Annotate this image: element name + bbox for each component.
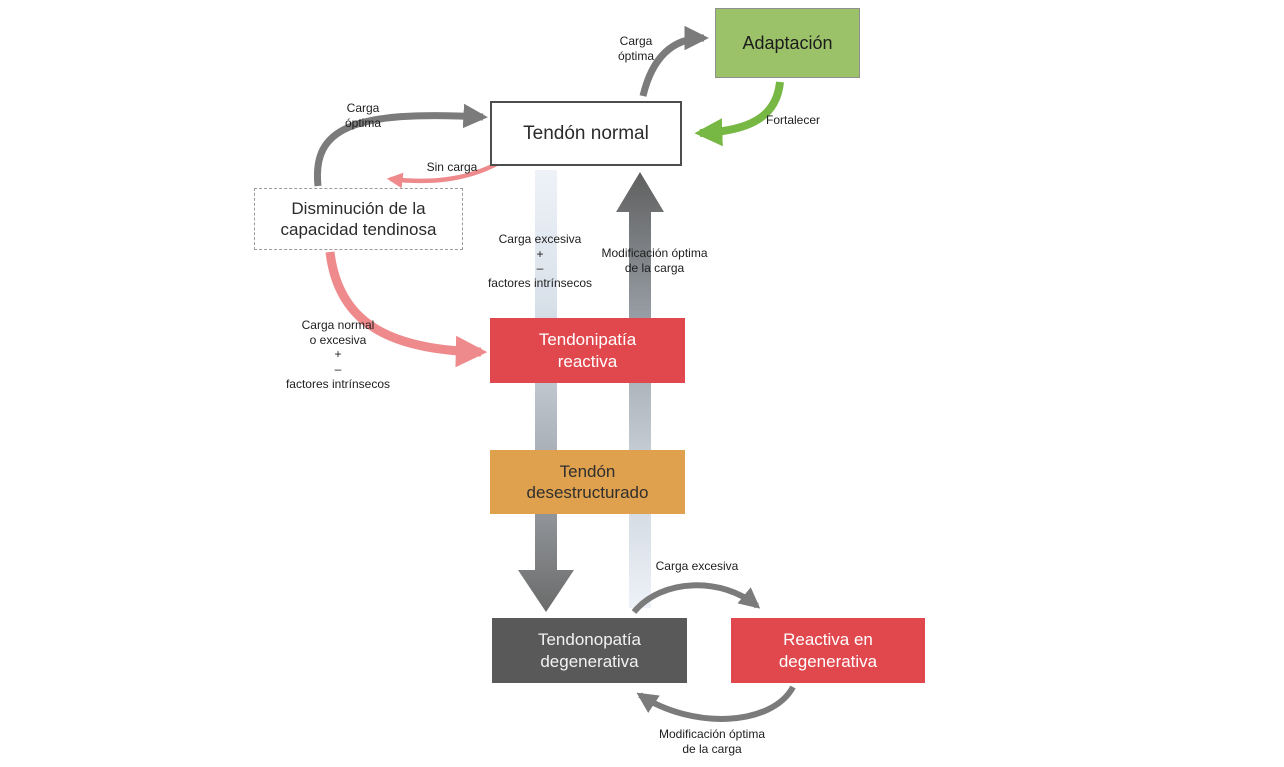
node-adaptacion: Adaptación — [715, 8, 860, 78]
arrow-adaptacion-to-normal-fortalecer — [694, 81, 784, 147]
node-tendon-desestructurado: Tendón desestructurado — [490, 450, 685, 514]
node-tendon-desestructurado-label: Tendón desestructurado — [526, 461, 649, 502]
node-disminucion-capacidad: Disminución de la capacidad tendinosa — [254, 188, 463, 250]
label-carga-excesiva-bottom: Carga excesiva — [655, 559, 739, 573]
node-tendonopatia-degenerativa: Tendonopatía degenerativa — [492, 618, 687, 683]
node-tendonopatia-degenerativa-label: Tendonopatía degenerativa — [537, 630, 642, 671]
node-reactiva-en-degenerativa: Reactiva en degenerativa — [731, 618, 925, 683]
arrow-reactiva-degen-to-degenerativa — [636, 685, 796, 722]
node-tendonipatia-reactiva: Tendonipatía reactiva — [490, 318, 685, 383]
arrow-progression-down — [518, 170, 574, 612]
label-sin-carga: Sin carga — [426, 160, 478, 174]
label-modificacion-optima: Modificación óptima de la carga — [601, 246, 708, 275]
label-carga-optima-left: Carga óptima — [344, 101, 382, 130]
label-carga-optima-top: Carga óptima — [617, 34, 655, 63]
label-fortalecer: Fortalecer — [766, 113, 821, 127]
label-modificacion-optima-bottom: Modificación óptima de la carga — [658, 727, 766, 756]
arrow-disminucion-to-normal — [313, 103, 488, 187]
arrow-recovery-up — [616, 172, 664, 608]
node-tendonipatia-reactiva-label: Tendonipatía reactiva — [538, 330, 637, 371]
label-carga-normal-o-excesiva: Carga normal o excesiva + – factores int… — [285, 318, 391, 391]
node-adaptacion-label: Adaptación — [742, 32, 833, 53]
node-reactiva-en-degenerativa-label: Reactiva en degenerativa — [778, 630, 878, 671]
node-disminucion-capacidad-label: Disminución de la capacidad tendinosa — [280, 198, 437, 239]
label-carga-excesiva-factores: Carga excesiva + – factores intrínsecos — [487, 232, 593, 290]
node-tendon-normal: Tendón normal — [490, 101, 682, 166]
arrow-disminucion-to-reactiva — [325, 251, 488, 368]
arrow-degenerativa-to-reactiva-degen — [631, 582, 761, 614]
arrow-normal-to-adaptacion — [639, 25, 709, 97]
node-tendon-normal-label: Tendón normal — [523, 122, 649, 144]
